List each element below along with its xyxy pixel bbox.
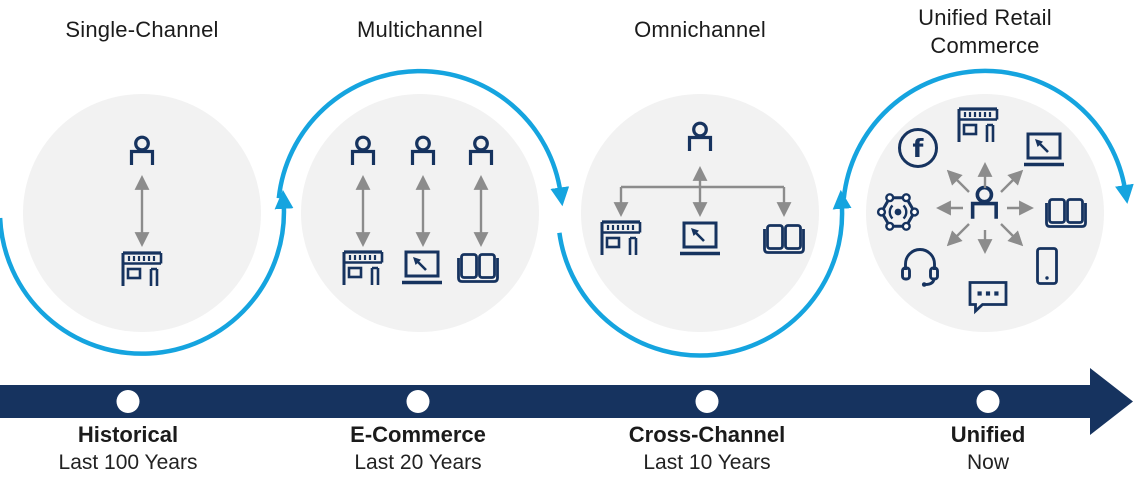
two-way-arrows <box>355 175 489 247</box>
timeline <box>0 368 1133 435</box>
stage-title-omnichannel: Omnichannel <box>634 17 766 42</box>
flow-arc-2 <box>276 68 570 207</box>
milestone-period: Now <box>966 451 1009 475</box>
timeline-dot-ecommerce <box>406 390 430 413</box>
facebook-icon: f <box>898 128 938 168</box>
stage-circle-unified <box>866 94 1104 332</box>
timeline-dot-historical <box>116 390 140 413</box>
milestone-period: Last 10 Years <box>643 451 771 475</box>
svg-text:f: f <box>913 134 925 163</box>
milestone-name: Historical <box>77 422 179 447</box>
milestone-historical: Historical Last 100 Years <box>18 422 238 477</box>
stage-single-channel <box>121 135 163 288</box>
flow-arcs <box>0 68 1134 358</box>
milestone-name: Unified <box>950 422 1026 447</box>
timeline-dot-unified <box>976 390 1000 413</box>
flow-arc-3 <box>557 189 852 358</box>
timeline-arrowhead-icon <box>1090 368 1133 435</box>
timeline-bar <box>0 385 1090 418</box>
stage-title-single-channel: Single-Channel <box>65 17 219 42</box>
stage-title-unified-retail-commerce: Unified Retail Commerce <box>918 5 1052 58</box>
stage-circle-multichannel <box>301 94 539 332</box>
milestone-crosschannel: Cross-Channel Last 10 Years <box>597 422 817 477</box>
stage-unified-retail-commerce: f <box>876 107 1087 313</box>
milestone-unified: Unified Now <box>878 422 1098 477</box>
tree-connector <box>613 166 792 217</box>
timeline-dot-crosschannel <box>695 390 719 413</box>
flow-arc-4 <box>841 68 1134 204</box>
milestone-ecommerce: E-Commerce Last 20 Years <box>308 422 528 477</box>
stage-omnichannel <box>600 121 805 257</box>
flow-arc-1 <box>0 189 294 356</box>
stage-circle-omnichannel <box>581 94 819 332</box>
milestone-period: Last 100 Years <box>58 451 198 475</box>
stage-multichannel <box>342 135 499 287</box>
radial-arrows <box>936 162 1034 254</box>
milestone-name: Cross-Channel <box>628 422 786 447</box>
milestone-period: Last 20 Years <box>354 451 482 475</box>
milestone-name: E-Commerce <box>350 422 486 447</box>
stage-title-multichannel: Multichannel <box>357 17 483 42</box>
